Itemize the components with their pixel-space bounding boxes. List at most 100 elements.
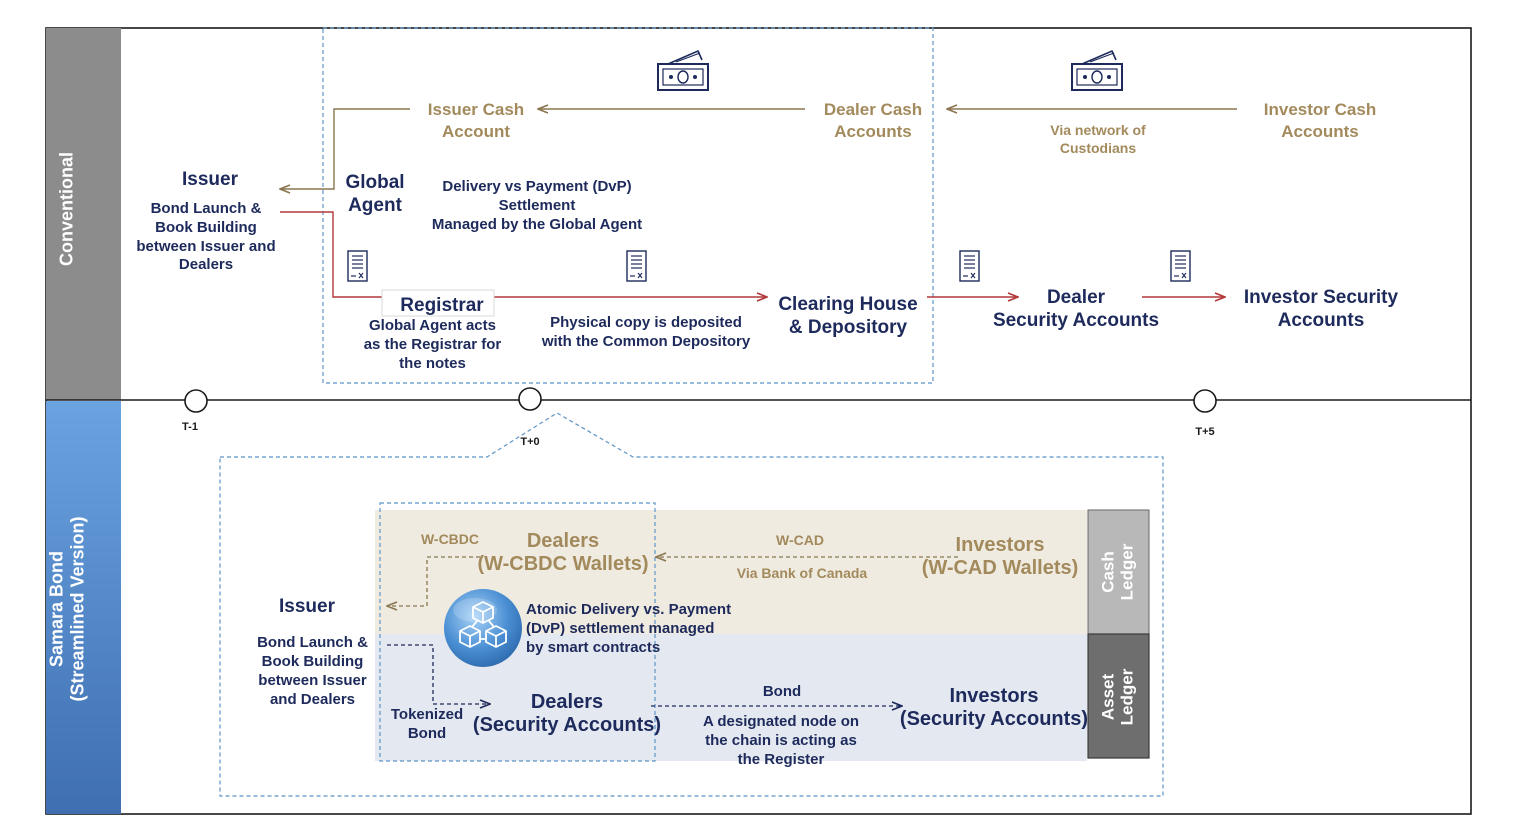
asset-ledger-label: Asset Ledger [1098, 668, 1136, 726]
document-icon [626, 250, 647, 282]
w-cbdc-label: W-CBDC [420, 531, 480, 547]
via-custodians-label: Via network of Custodians [1018, 121, 1178, 157]
via-custodians-line: Custodians [1059, 140, 1137, 157]
money-icon [1071, 49, 1123, 91]
blockchain-cubes-icon [444, 589, 522, 667]
via-boc-label: Via Bank of Canada [736, 565, 868, 581]
bond-flow-label: Bond [762, 683, 802, 700]
section-label-samara-line1: Samara Bond [46, 550, 67, 668]
dealer-security-line: Dealer [1046, 287, 1106, 308]
dvp-line: Managed by the Global Agent [431, 216, 643, 234]
section-label-samara: Samara Bond (Streamlined Version) [46, 516, 87, 701]
global-agent-label: Global Agent [335, 172, 415, 218]
physical-copy-line: with the Common Depository [541, 333, 751, 351]
samara-issuer-title: Issuer [279, 596, 335, 617]
issuer-cash-line: Account [442, 122, 510, 142]
conventional-issuer-title: Issuer [182, 169, 238, 190]
dealers-wallets-line: Dealers [526, 530, 600, 552]
timeline-label-t-1: T-1 [182, 421, 198, 433]
designated-node-line: the chain is acting as [705, 732, 857, 750]
registrar-desc-line: Global Agent acts [369, 317, 496, 334]
timeline-marker-t5 [1193, 389, 1217, 413]
investor-security-line: Investor Security [1243, 287, 1399, 308]
issuer-cash-line: Issuer Cash [427, 100, 525, 119]
samara-issuer-desc-line: between Issuer [258, 672, 367, 690]
dealers-wallets-line: (W-CBDC Wallets) [477, 553, 649, 575]
tokenized-bond-line: Tokenized [390, 706, 464, 723]
clearing-house-line: & Depository [788, 316, 908, 338]
tokenized-bond-line: Bond [407, 725, 447, 743]
samara-issuer-desc-line: Book Building [261, 653, 364, 671]
investor-security-accounts: Investor Security Accounts [1230, 287, 1412, 333]
dealer-security-accounts: Dealer Security Accounts [985, 287, 1167, 333]
document-icon [347, 250, 368, 282]
dealers-security-line: Dealers [530, 691, 604, 713]
asset-ledger-box [1087, 633, 1150, 759]
global-agent-line: Agent [348, 194, 402, 216]
global-agent-box [322, 27, 934, 384]
issuer-desc-line: Dealers [178, 256, 234, 274]
atomic-dvp-line: by smart contracts [526, 639, 661, 657]
timeline-marker-t0 [518, 387, 542, 411]
issuer-cash-account: Issuer Cash Account [403, 99, 549, 143]
investors-wallets-line: (W-CAD Wallets) [921, 557, 1079, 579]
registrar-desc: Global Agent acts as the Registrar for t… [350, 317, 515, 373]
investor-cash-accounts: Investor Cash Accounts [1240, 99, 1400, 143]
sidebar-conventional-bg [46, 28, 121, 400]
atomic-dvp-label: Atomic Delivery vs. Payment (DvP) settle… [526, 600, 762, 657]
registrar-box [381, 289, 495, 317]
section-label-conventional: Conventional [56, 151, 77, 267]
issuer-desc-line: Bond Launch & [150, 200, 262, 217]
timeline-label-t0: T+0 [520, 436, 540, 448]
document-icon [1170, 250, 1191, 282]
timeline-label-t5: T+5 [1195, 426, 1215, 438]
arrow-dealers-to-issuer-wcbdc [387, 556, 480, 606]
asset-ledger-line: Ledger [1117, 668, 1136, 726]
registrar-label: Registrar [400, 295, 484, 316]
registrar-desc-line: the notes [399, 354, 466, 372]
investors-wcad-wallets: Investors (W-CAD Wallets) [914, 534, 1086, 580]
document-icon [959, 250, 980, 282]
arrow-cash-to-issuer [280, 108, 410, 189]
timeline-marker-t-1 [184, 389, 208, 413]
conventional-issuer-desc: Bond Launch & Book Building between Issu… [122, 200, 290, 275]
investors-security-line: (Security Accounts) [899, 708, 1089, 730]
physical-copy-label: Physical copy is deposited with the Comm… [528, 313, 764, 351]
dealer-cash-accounts: Dealer Cash Accounts [803, 99, 943, 143]
section-label-samara-line2: (Streamlined Version) [67, 516, 87, 702]
clearing-house-line: Clearing House [778, 294, 918, 315]
samara-callout-box [219, 412, 1164, 797]
physical-copy-line: Physical copy is deposited [550, 314, 742, 331]
sidebar-samara-bg [46, 401, 121, 814]
atomic-dvp-line: Atomic Delivery vs. Payment [526, 601, 732, 618]
investors-security-accounts: Investors (Security Accounts) [897, 685, 1091, 731]
samara-issuer-desc: Bond Launch & Book Building between Issu… [240, 633, 385, 709]
w-cad-label: W-CAD [776, 532, 824, 548]
dealer-cash-line: Dealer Cash [823, 100, 923, 119]
issuer-desc-line: between Issuer and [136, 237, 276, 255]
cash-ledger-line: Cash [1098, 551, 1118, 593]
asset-ledger-line: Asset [1098, 673, 1118, 721]
dealers-security-line: (Security Accounts) [472, 714, 662, 736]
issuer-desc-line: Book Building [155, 218, 257, 236]
tokenized-bond-label: Tokenized Bond [383, 705, 471, 743]
samara-issuer-desc-line: Bond Launch & [257, 634, 368, 651]
dvp-line: Settlement [498, 197, 576, 215]
investors-wallets-line: Investors [955, 534, 1045, 556]
dvp-settlement-label: Delivery vs Payment (DvP) Settlement Man… [412, 177, 662, 234]
via-custodians-line: Via network of [1050, 122, 1146, 138]
cash-ledger-box [1087, 509, 1150, 635]
atomic-dvp-line: (DvP) settlement managed [526, 620, 715, 638]
global-agent-line: Global [345, 172, 405, 193]
cash-ledger-line: Ledger [1117, 543, 1136, 601]
designated-node-line: the Register [737, 751, 825, 769]
dealer-cash-line: Accounts [834, 122, 912, 142]
investors-security-line: Investors [949, 685, 1039, 707]
designated-node-label: A designated node on the chain is acting… [686, 712, 876, 769]
arrow-issuer-to-dealers-bond [387, 644, 490, 704]
designated-node-line: A designated node on [702, 713, 860, 730]
clearing-house-depository: Clearing House & Depository [770, 294, 926, 340]
samara-issuer-desc-line: and Dealers [269, 691, 356, 709]
